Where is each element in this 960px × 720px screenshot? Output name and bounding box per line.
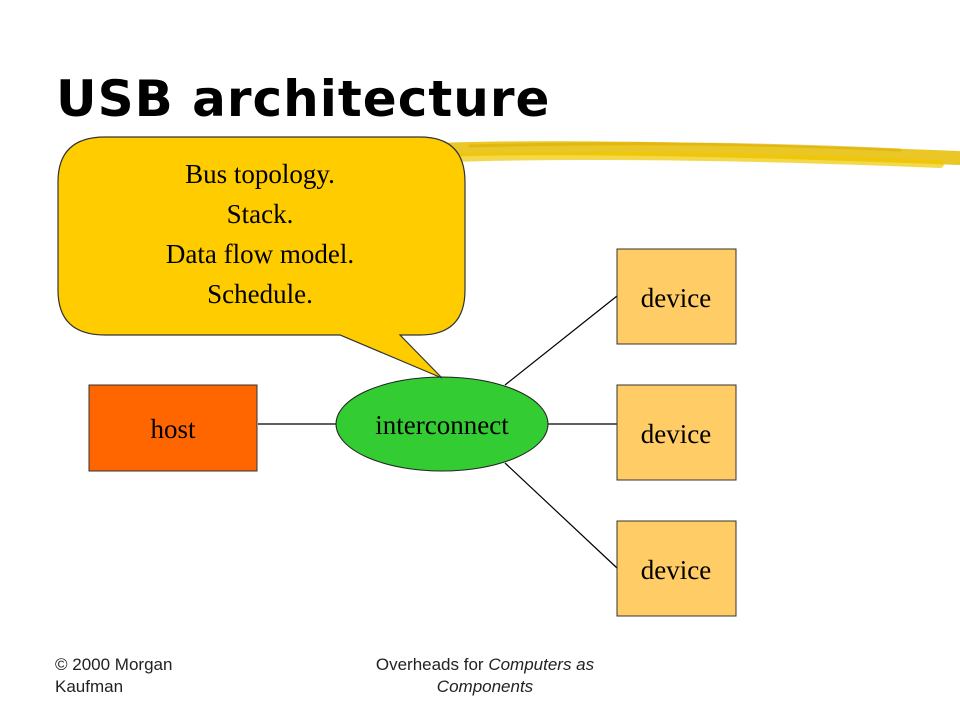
footer-copyright-text: © 2000 Morgan Kaufman	[55, 655, 173, 696]
footer-overheads: Overheads for Computers as Components	[370, 654, 600, 698]
slide-title: USB architecture	[56, 70, 551, 128]
footer-copyright: © 2000 Morgan Kaufman	[55, 654, 225, 698]
callout-bubble	[57, 136, 466, 379]
device-box-top	[616, 248, 737, 345]
footer-book-title: Computers as Components	[436, 655, 595, 696]
host-box	[88, 384, 258, 472]
callout-line-bus-topology: Bus topology.	[185, 159, 335, 189]
host-label: host	[150, 414, 196, 444]
device-link-bottom	[504, 462, 618, 569]
callout-line-data-flow-model: Data flow model.	[165, 239, 355, 269]
footer-overheads-prefix: Overheads for	[375, 655, 489, 674]
device-label-middle: device	[641, 419, 711, 449]
device-link-top	[504, 295, 618, 386]
interconnect-label: interconnect	[375, 410, 509, 440]
device-label-top: device	[641, 283, 711, 313]
device-label-bottom: device	[641, 555, 711, 585]
callout-line-schedule: Schedule.	[207, 279, 313, 309]
device-box-bottom	[616, 520, 737, 617]
title-highlighter-stroke	[433, 141, 960, 168]
callout-text: Bus topology. Stack. Data flow model. Sc…	[60, 154, 460, 314]
callout-line-stack: Stack.	[226, 199, 294, 229]
device-box-middle	[616, 384, 737, 481]
interconnect-ellipse	[335, 376, 549, 472]
